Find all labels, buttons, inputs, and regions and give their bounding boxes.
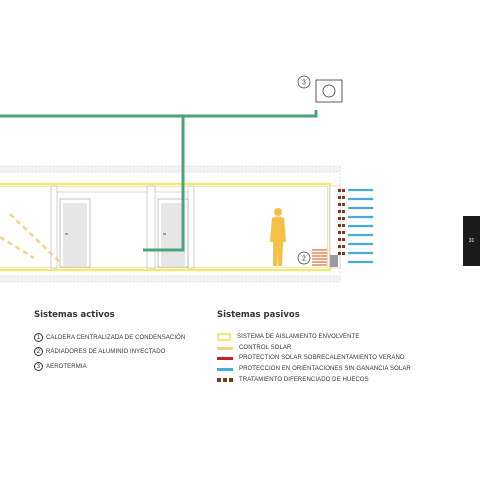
callout-2-marker: 2 bbox=[297, 251, 311, 265]
openings-swatch bbox=[217, 378, 233, 382]
summer-protection-swatch bbox=[217, 356, 233, 360]
aerothermia-unit: 3 bbox=[297, 75, 343, 103]
heating-pipe bbox=[0, 110, 318, 252]
active-systems-title: Sistemas activos bbox=[34, 310, 115, 320]
page-number-tab: 31 bbox=[463, 216, 480, 266]
passive-item-solar-control: CONTROL SOLAR bbox=[217, 345, 291, 351]
human-figure bbox=[270, 208, 286, 266]
number-circle: 2 bbox=[34, 347, 43, 356]
passive-item-label: PROTECTION SOLAR SOBRECALENTAMIENTO VERA… bbox=[239, 355, 405, 361]
passive-item-insulation: SISTEMA DE AISLAMIENTO ENVOLVENTE bbox=[217, 333, 359, 341]
passive-item-openings: TRATAMIENTO DIFERENCIADO DE HUECOS bbox=[217, 377, 369, 383]
orientation-protection-swatch bbox=[217, 367, 233, 371]
active-item-3: 3 AEROTERMIA bbox=[34, 362, 87, 371]
passive-item-label: CONTROL SOLAR bbox=[239, 345, 292, 351]
facade-openings bbox=[329, 185, 345, 269]
passive-item-label: PROTECCION EN ORIENTACIONES SIN GANANCIA… bbox=[239, 366, 411, 372]
passive-item-orientation-protection: PROTECCION EN ORIENTACIONES SIN GANANCIA… bbox=[217, 366, 411, 372]
insulation-swatch bbox=[217, 333, 231, 341]
building-section-diagram: 3 2 bbox=[0, 75, 373, 283]
solar-louvers bbox=[348, 188, 373, 264]
active-item-label: AEROTERMIA bbox=[46, 363, 87, 370]
callout-2: 2 bbox=[302, 256, 306, 263]
solar-control-swatch bbox=[217, 346, 233, 350]
active-item-2: 2 RADIADORES DE ALUMINIO INYECTADO bbox=[34, 347, 165, 356]
number-circle: 3 bbox=[34, 362, 43, 371]
solar-control-rays bbox=[0, 213, 63, 265]
passive-systems-title: Sistemas pasivos bbox=[217, 310, 300, 320]
passive-item-label: TRATAMIENTO DIFERENCIADO DE HUECOS bbox=[239, 377, 369, 383]
active-item-1: 1 CALDERA CENTRALIZADA DE CONDENSACIÓN bbox=[34, 333, 185, 342]
callout-3: 3 bbox=[302, 80, 306, 87]
door-left bbox=[59, 198, 91, 268]
radiator bbox=[312, 249, 327, 266]
active-item-label: RADIADORES DE ALUMINIO INYECTADO bbox=[46, 348, 166, 355]
page-number: 31 bbox=[468, 238, 475, 244]
passive-item-label: SISTEMA DE AISLAMIENTO ENVOLVENTE bbox=[237, 334, 360, 340]
passive-item-summer-protection: PROTECTION SOLAR SOBRECALENTAMIENTO VERA… bbox=[217, 355, 405, 361]
active-item-label: CALDERA CENTRALIZADA DE CONDENSACIÓN bbox=[46, 334, 186, 341]
number-circle: 1 bbox=[34, 333, 43, 342]
